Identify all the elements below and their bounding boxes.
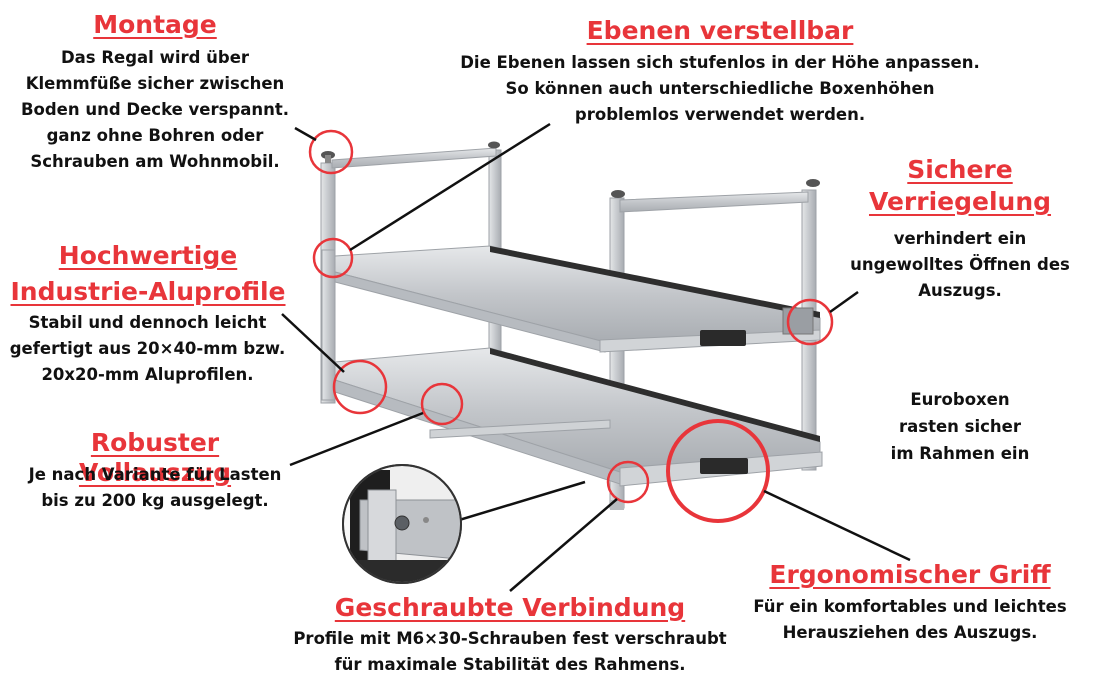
callout-circles: [308, 129, 834, 523]
screw-connection-closeup: [342, 464, 462, 584]
lower-drawer: [334, 347, 823, 487]
feature-desc-verriegelung: verhindert ein ungewolltes Öffnen des Au…: [850, 229, 1070, 300]
feature-desc-verbindung: Profile mit M6×30-Schrauben fest verschr…: [293, 629, 727, 674]
leader-lines: [281, 122, 911, 592]
feature-title-verriegelung: Sichere Verriegelung: [868, 155, 1052, 216]
feature-desc-montage: Das Regal wird über Klemmfüße sicher zwi…: [20, 48, 290, 171]
feature-desc-euroboxen: Euroboxen rasten sicher im Rahmen ein: [890, 390, 1030, 463]
feature-title-ebenen: Ebenen verstellbar: [586, 16, 854, 45]
feature-title-montage: Montage: [93, 10, 217, 39]
upper-drawer: [334, 245, 821, 353]
feature-desc-ebenen: Die Ebenen lassen sich stufenlos in der …: [460, 53, 980, 124]
feature-desc-griff: Für ein komfortables und leichtes Heraus…: [753, 597, 1067, 642]
feature-title-vollauszug: Robuster Vollauszug: [78, 428, 232, 487]
feature-desc-aluprofile: Stabil und dennoch leicht gefertigt aus …: [9, 313, 286, 384]
frame-front-left: [321, 249, 336, 401]
feature-desc-vollauszug: Je nach Variante für Lasten bis zu 200 k…: [28, 465, 282, 510]
feature-title-griff: Ergonomischer Griff: [769, 560, 1051, 589]
feature-title-aluprofile: Hochwertige Industrie-Aluprofile: [10, 241, 286, 306]
feature-title-verbindung: Geschraubte Verbindung: [334, 593, 686, 622]
